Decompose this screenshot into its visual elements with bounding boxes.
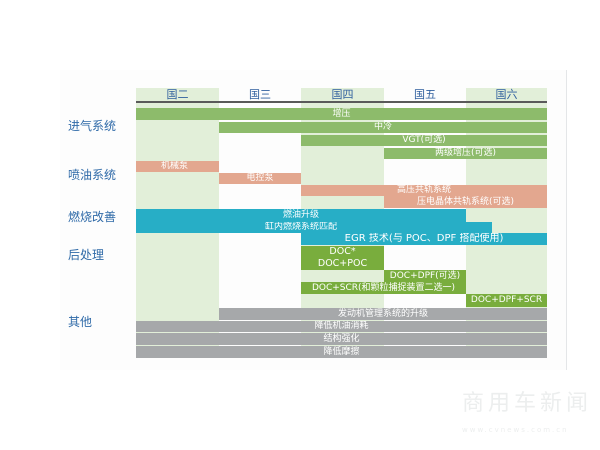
column-header-guo6: 国六 [495, 88, 518, 101]
category-injection: 喷油系统 [68, 168, 117, 182]
bar-intercooler: 中冷 [219, 122, 547, 133]
bar-piezo-common-rail: 压电晶体共轨系统(可选) [384, 196, 547, 208]
category-aftertreatment: 后处理 [68, 248, 105, 262]
header-rule [136, 101, 547, 103]
category-combustion: 燃烧改善 [68, 210, 117, 224]
bar-doc-dpf-scr: DOC+DPF+SCR [466, 294, 547, 307]
column-header-guo5: 国五 [414, 88, 436, 101]
watermark-logo: 商用车新闻 [462, 391, 593, 416]
bar-reduce-oil: 降低机油消耗 [136, 321, 547, 332]
watermark-url: www.cvnews.com.cn [462, 426, 569, 434]
category-intake: 进气系统 [68, 119, 117, 133]
column-header-guo3: 国三 [249, 88, 271, 101]
bar-doc: DOC* DOC+POC [301, 246, 384, 270]
bar-structure: 结构强化 [136, 333, 547, 345]
column-header-guo4: 国四 [331, 88, 354, 101]
bar-friction: 降低摩擦 [136, 346, 547, 358]
bar-doc-dpf: DOC+DPF(可选) [384, 270, 466, 282]
bar-two-stage-turbo: 两级增压(可选) [384, 148, 547, 159]
bar-egr: EGR 技术(与 POC、DPF 搭配使用) [301, 233, 547, 245]
bar-vgt: VGT(可选) [301, 135, 547, 146]
bar-ems-upgrade: 发动机管理系统的升级 [219, 308, 547, 320]
bar-turbo: 增压 [136, 108, 547, 120]
bar-combustion-matching: 缸内燃烧系统匹配 [136, 222, 492, 233]
bar-doc-scr: DOC+SCR(和颗粒捕捉装置二选一) [301, 282, 466, 294]
bar-electronic-pump: 电控泵 [219, 173, 301, 184]
bar-fuel-upgrade: 燃油升级 [136, 209, 466, 222]
bar-doc-poc-label: DOC+POC [317, 258, 368, 269]
column-header-guo2: 国二 [166, 88, 189, 101]
divider [566, 70, 567, 370]
bar-common-rail: 高压共轨系统 [301, 185, 547, 196]
bar-doc-label: DOC* [329, 246, 356, 257]
bar-mechanical-pump: 机械泵 [136, 161, 219, 172]
category-other: 其他 [68, 315, 93, 329]
